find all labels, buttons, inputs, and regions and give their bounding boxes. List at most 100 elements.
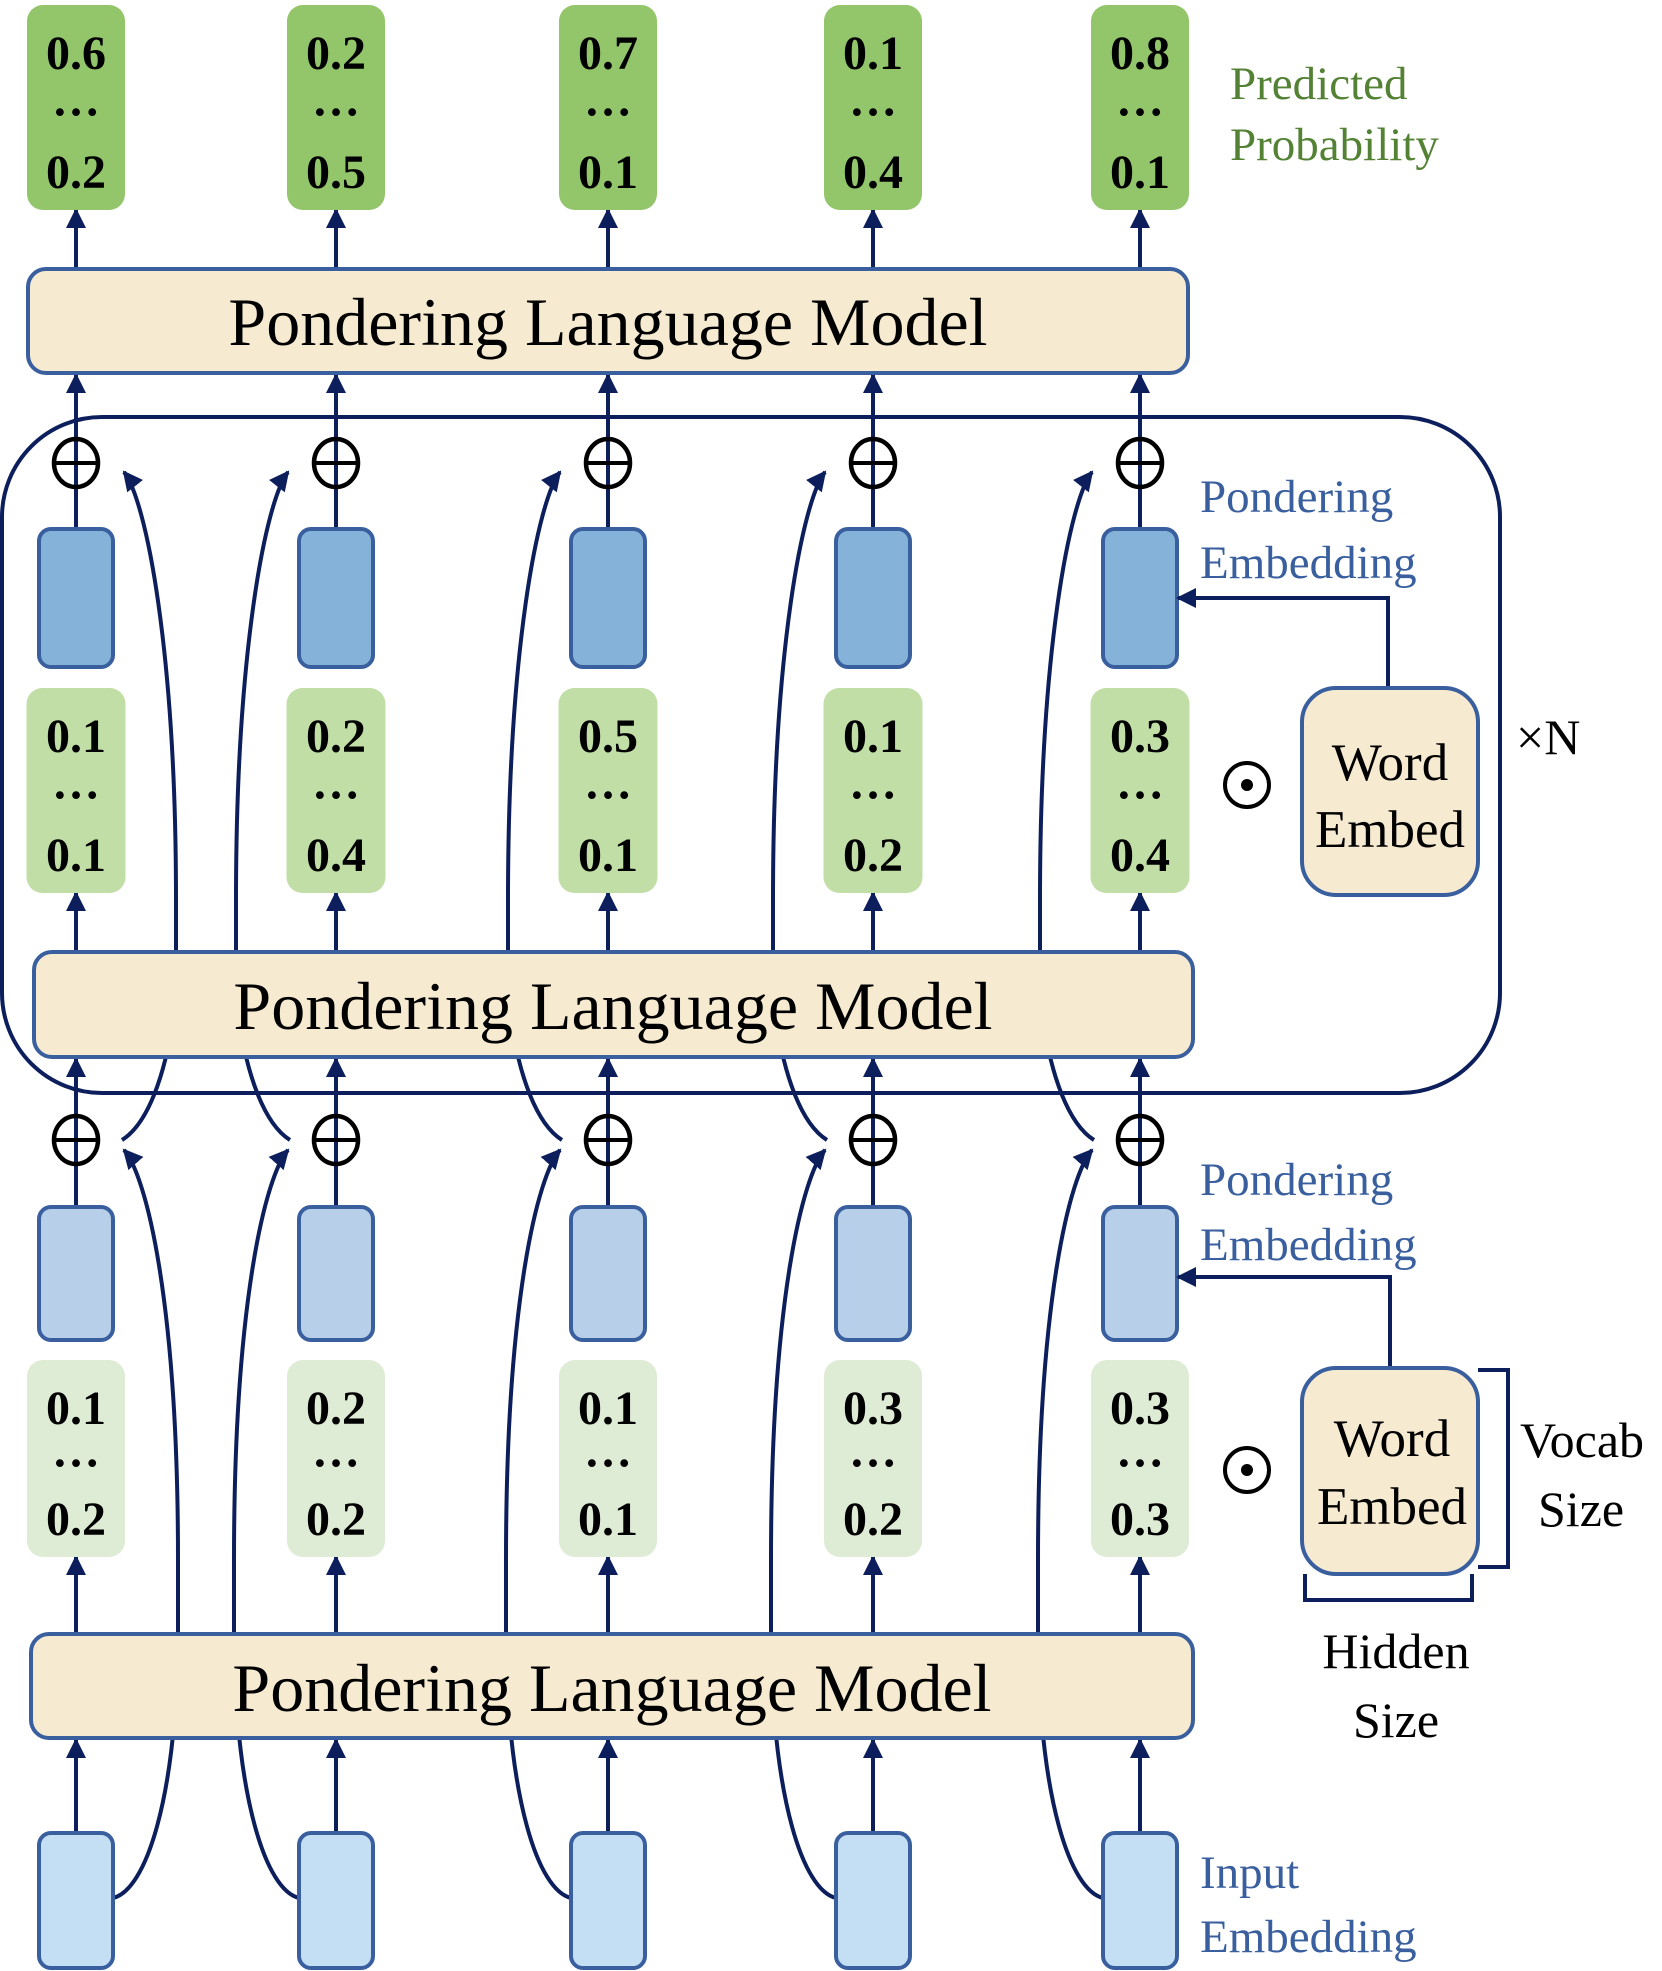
word-embed-label-line1: Word <box>1332 734 1448 792</box>
skip-connection-curve <box>771 470 829 1142</box>
prob-first-value: 0.3 <box>843 1382 903 1435</box>
plm-box-middle: Pondering Language Model <box>32 950 1195 1059</box>
add-icon <box>51 1113 101 1167</box>
hidden-size-label-line2: Size <box>1353 1692 1439 1748</box>
vocab-size-bracket <box>1478 1368 1510 1569</box>
lower-probability-box: 0.3…0.3 <box>1091 1360 1189 1557</box>
word-embed-to-pondering-arrow <box>1176 1267 1392 1368</box>
word-embed-box <box>1300 686 1480 897</box>
prob-first-value: 0.1 <box>46 1382 106 1435</box>
prob-first-value: 0.5 <box>578 710 638 763</box>
prob-first-value: 0.2 <box>306 1382 366 1435</box>
prob-ellipsis: … <box>584 74 632 127</box>
hidden-size-bracket <box>1303 1574 1474 1602</box>
hidden-size-label-line1: Hidden <box>1322 1623 1469 1679</box>
lower-pondering-embedding-box <box>297 1205 375 1342</box>
input-embedding-box <box>1101 1831 1179 1970</box>
add-icon <box>583 1113 633 1167</box>
prob-last-value: 0.1 <box>578 1493 638 1546</box>
skip-connection-curve <box>1038 470 1096 1142</box>
prob-last-value: 0.1 <box>1110 146 1170 199</box>
predicted-probability-label-line1: Predicted <box>1230 58 1408 110</box>
prob-ellipsis: … <box>312 757 360 810</box>
word-embed-to-pondering-arrow <box>1176 588 1390 688</box>
pondering-embedding-label-line1: Pondering <box>1200 1154 1393 1206</box>
prob-last-value: 0.4 <box>843 146 903 199</box>
repeat-block-container <box>0 415 1502 1095</box>
prob-last-value: 0.5 <box>306 146 366 199</box>
input-embedding-label-line2: Embedding <box>1200 1911 1417 1963</box>
prob-ellipsis: … <box>52 74 100 127</box>
skip-connections <box>112 470 1104 1900</box>
skip-connection-curve <box>769 1148 837 1900</box>
prob-first-value: 0.1 <box>578 1382 638 1435</box>
input-embedding-box <box>834 1831 912 1970</box>
lower-probability-box: 0.1…0.1 <box>559 1360 657 1557</box>
upper-pondering-embedding-box <box>37 527 115 669</box>
upper-pondering-embedding-box <box>569 527 647 669</box>
hadamard-product-icon <box>1223 1446 1271 1494</box>
input-embedding-box <box>569 1831 647 1970</box>
lower-pondering-embedding-box <box>1101 1205 1179 1342</box>
prob-last-value: 0.4 <box>1110 829 1170 882</box>
prob-last-value: 0.1 <box>578 829 638 882</box>
skip-connection-curve <box>120 470 178 1142</box>
prob-ellipsis: … <box>849 1425 897 1478</box>
prob-ellipsis: … <box>584 1425 632 1478</box>
input-embedding-label-line1: Input <box>1200 1847 1299 1899</box>
lower-probability-box: 0.1…0.2 <box>27 1360 125 1557</box>
prob-first-value: 0.7 <box>578 27 638 80</box>
upper-probability-box: 0.2…0.4 <box>286 688 386 893</box>
vocab-size-label-line2: Size <box>1538 1481 1624 1537</box>
add-icon <box>848 436 898 490</box>
prob-last-value: 0.2 <box>843 829 903 882</box>
plm-box-top: Pondering Language Model <box>26 267 1190 375</box>
prob-first-value: 0.1 <box>46 710 106 763</box>
word-embed-label-line2: Embed <box>1315 801 1465 859</box>
predicted-probability-label-line2: Probability <box>1230 119 1439 171</box>
prob-first-value: 0.1 <box>843 27 903 80</box>
upper-probability-box: 0.1…0.1 <box>26 688 126 893</box>
prob-first-value: 0.6 <box>46 27 106 80</box>
prob-ellipsis: … <box>584 757 632 810</box>
add-icon <box>1115 436 1165 490</box>
prob-last-value: 0.1 <box>578 146 638 199</box>
prob-ellipsis: … <box>1116 757 1164 810</box>
upper-word-embed-group: Word Embed Pondering Embedding ×N <box>1176 471 1580 897</box>
skip-connection-curve <box>506 470 564 1142</box>
prob-last-value: 0.2 <box>46 1493 106 1546</box>
skip-connection-curve <box>234 470 292 1142</box>
lower-pondering-embedding-box <box>37 1205 115 1342</box>
prob-last-value: 0.2 <box>46 146 106 199</box>
prob-last-value: 0.1 <box>46 829 106 882</box>
add-icon <box>311 436 361 490</box>
add-icon <box>848 1113 898 1167</box>
prob-ellipsis: … <box>1116 1425 1164 1478</box>
plm-label: Pondering Language Model <box>232 1650 991 1726</box>
pondering-embedding-label-line1: Pondering <box>1200 471 1393 523</box>
output-probability-box: 0.6… 0.2 <box>27 5 125 210</box>
lower-pondering-embedding-box <box>569 1205 647 1342</box>
plm-label: Pondering Language Model <box>233 968 992 1044</box>
upper-pondering-embedding-box <box>297 527 375 669</box>
prob-first-value: 0.3 <box>1110 710 1170 763</box>
lower-word-embed-group: Word Embed Pondering Embedding Vocab Siz… <box>1176 1154 1644 1748</box>
input-embedding-box <box>37 1831 115 1970</box>
prob-ellipsis: … <box>849 74 897 127</box>
pondering-embedding-label-line2: Embedding <box>1200 1219 1417 1271</box>
word-embed-label-line2: Embed <box>1317 1478 1467 1536</box>
input-embedding-box <box>297 1831 375 1970</box>
vocab-size-label-line1: Vocab <box>1520 1412 1644 1468</box>
prob-first-value: 0.2 <box>306 27 366 80</box>
prob-last-value: 0.4 <box>306 829 366 882</box>
prob-ellipsis: … <box>312 1425 360 1478</box>
prob-first-value: 0.1 <box>843 710 903 763</box>
prob-ellipsis: … <box>1116 74 1164 127</box>
skip-connection-curve <box>1036 1148 1104 1900</box>
upper-probability-box: 0.5… 0.1 <box>558 688 658 893</box>
add-icon <box>583 436 633 490</box>
token-columns: 0.6…0.20.1…0.10.1…0.20.2…0.50.2…0.40.2…0… <box>26 5 1190 1970</box>
lower-probability-box: 0.2…0.2 <box>287 1360 385 1557</box>
prob-ellipsis: … <box>849 757 897 810</box>
skip-connection-curve <box>504 1148 572 1900</box>
